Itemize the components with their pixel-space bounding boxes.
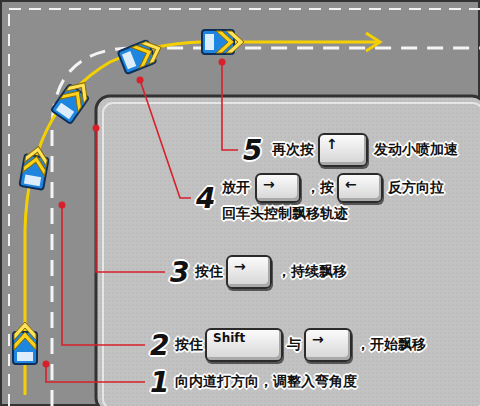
key-cap: ↑ — [318, 133, 368, 167]
step-text: 按住 — [195, 263, 223, 281]
step-text: ，持续飘移 — [277, 263, 347, 281]
step-number: 1 — [150, 366, 169, 399]
key-label: ↑ — [326, 137, 360, 152]
inner-edge — [103, 103, 480, 406]
step-text: 与 — [287, 336, 301, 354]
key-cap: Shift — [205, 328, 283, 362]
path-arrowhead — [366, 33, 380, 51]
step-number: 4 — [196, 182, 215, 215]
step-number: 3 — [170, 256, 189, 289]
step-text: 发动小喷加速 — [374, 141, 458, 159]
key-cap: ← — [337, 173, 383, 203]
step-text: 按住 — [175, 336, 203, 354]
step-number: 2 — [150, 329, 169, 362]
curb-line — [8, 9, 10, 406]
step-text: 放开 — [222, 179, 250, 197]
key-label: → — [234, 259, 264, 274]
step-number: 5 — [243, 134, 262, 167]
step-text: 再次按 — [272, 141, 314, 159]
key-cap: → — [255, 173, 301, 203]
key-label: → — [312, 332, 344, 347]
leader-dots — [43, 59, 226, 368]
curb-line — [9, 8, 480, 10]
inner-block — [96, 96, 480, 406]
lane-line — [52, 48, 480, 406]
step-text: ，按 — [306, 179, 334, 197]
key-label: → — [263, 177, 293, 192]
drift-path — [25, 42, 378, 395]
cars — [13, 30, 244, 364]
step-text: 回车头控制飘移轨迹 — [222, 205, 348, 223]
key-cap: → — [226, 255, 272, 289]
key-cap: → — [304, 328, 352, 362]
step-text: ，开始飘移 — [356, 336, 426, 354]
key-label: ← — [345, 177, 375, 192]
step-text: 向内道打方向，调整入弯角度 — [175, 373, 357, 391]
key-label: Shift — [213, 332, 275, 345]
step-text: 反方向拉 — [388, 179, 444, 197]
